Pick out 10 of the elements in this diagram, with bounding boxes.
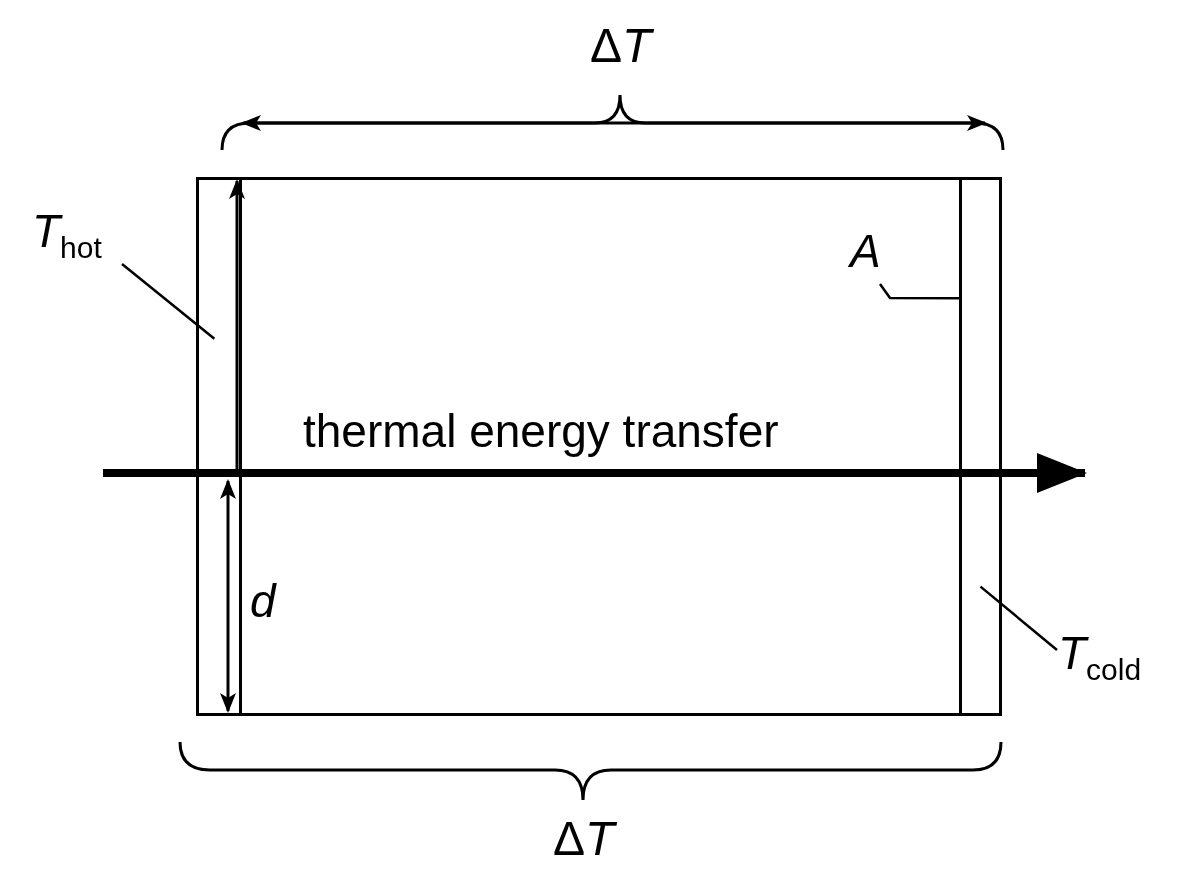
variable-label: A: [850, 228, 881, 274]
leader-line: [121, 263, 216, 340]
variable-label: T$_{cold}$: [1058, 630, 1142, 685]
slab-box: [196, 177, 1002, 716]
leader-line: [879, 283, 959, 300]
leader-line: [979, 585, 1058, 651]
variable-label: T$_{hot}$: [32, 208, 102, 263]
dimension-label: d: [250, 578, 276, 624]
dimension-label: ΔT: [553, 815, 615, 863]
dimension-label: ΔT: [590, 22, 652, 70]
